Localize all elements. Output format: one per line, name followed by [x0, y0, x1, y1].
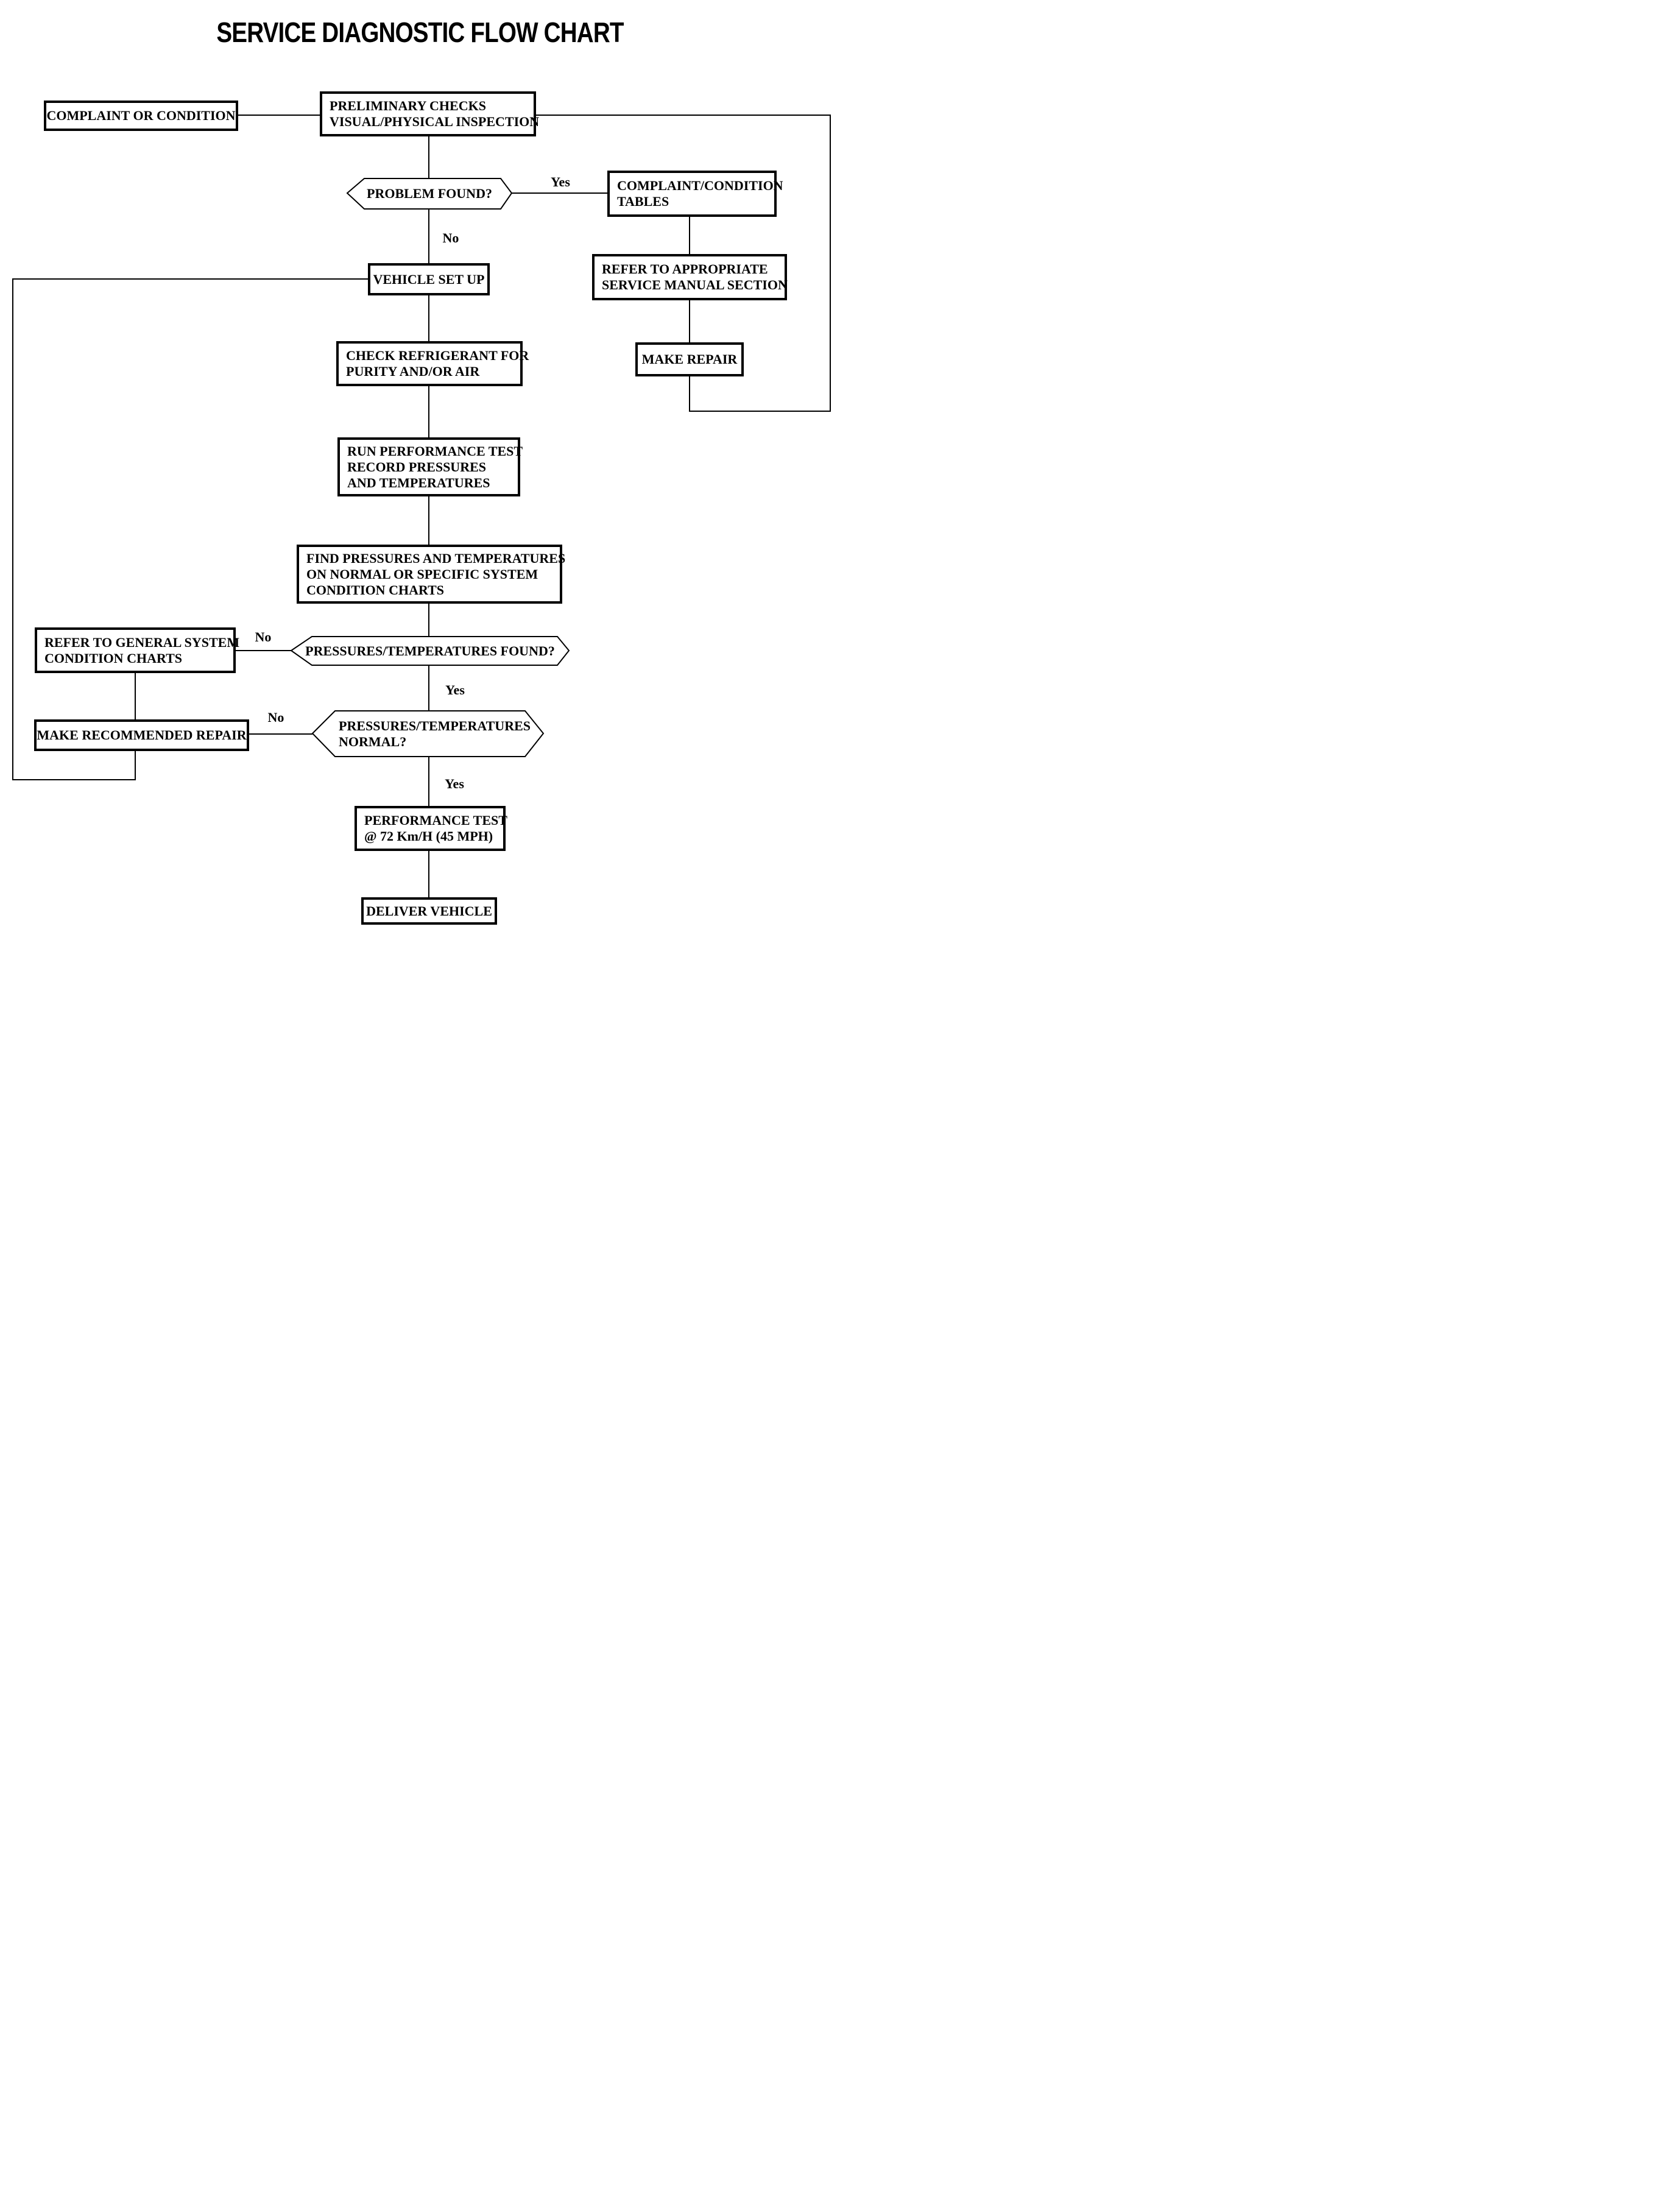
decision-pressures-found-shape [290, 636, 570, 666]
node-refer-service-manual-label: REFER TO APPROPRIATE SERVICE MANUAL SECT… [602, 261, 788, 292]
edge-label-problem-found-yes: Yes [551, 174, 570, 189]
node-run-performance-test: RUN PERFORMANCE TEST RECORD PRESSURES AN… [337, 437, 523, 496]
decision-problem-found-shape [346, 178, 513, 210]
node-vehicle-set-up-label: VEHICLE SET UP [373, 271, 485, 287]
node-complaint-or-condition-label: COMPLAINT OR CONDITION [46, 108, 236, 123]
node-make-repair: MAKE REPAIR [635, 342, 744, 376]
node-run-performance-test-label: RUN PERFORMANCE TEST RECORD PRESSURES AN… [347, 443, 523, 490]
node-vehicle-set-up: VEHICLE SET UP [368, 263, 490, 295]
edge-label-problem-found-no: No [442, 230, 459, 245]
node-performance-test-72-label: PERFORMANCE TEST @ 72 Km/H (45 MPH) [364, 813, 507, 844]
edge-label-pressures-normal-yes: Yes [445, 776, 464, 791]
node-find-pressures: FIND PRESSURES AND TEMPERATURES ON NORMA… [297, 545, 566, 604]
node-check-refrigerant: CHECK REFRIGERANT FOR PURITY AND/OR AIR [336, 341, 529, 386]
node-deliver-vehicle-label: DELIVER VEHICLE [366, 903, 492, 919]
node-deliver-vehicle: DELIVER VEHICLE [361, 897, 497, 925]
page-title: SERVICE DIAGNOSTIC FLOW CHART [216, 16, 624, 48]
edge-makerepair-feedback-loop [536, 115, 831, 412]
node-preliminary-checks: PRELIMINARY CHECKS VISUAL/PHYSICAL INSPE… [320, 91, 540, 136]
node-check-refrigerant-label: CHECK REFRIGERANT FOR PURITY AND/OR AIR [346, 348, 529, 379]
connector-layer [12, 115, 831, 897]
node-make-recommended-repair-label: MAKE RECOMMENDED REPAIR [37, 727, 247, 743]
node-performance-test-72: PERFORMANCE TEST @ 72 Km/H (45 MPH) [355, 806, 507, 851]
flowchart-page: SERVICE DIAGNOSTIC FLOW CHART COMPLAINT … [0, 0, 840, 1105]
node-complaint-condition-tables-label: COMPLAINT/CONDITION TABLES [617, 178, 783, 209]
node-find-pressures-label: FIND PRESSURES AND TEMPERATURES ON NORMA… [306, 550, 566, 598]
decision-pressures-normal-shape [311, 710, 545, 757]
node-preliminary-checks-label: PRELIMINARY CHECKS VISUAL/PHYSICAL INSPE… [330, 98, 540, 129]
node-make-recommended-repair: MAKE RECOMMENDED REPAIR [34, 719, 249, 751]
node-refer-general-charts-label: REFER TO GENERAL SYSTEM CONDITION CHARTS [44, 634, 240, 666]
node-complaint-or-condition: COMPLAINT OR CONDITION [44, 101, 238, 131]
decision-pressures-found: PRESSURES/TEMPERATURES FOUND? [291, 637, 569, 665]
node-refer-general-charts: REFER TO GENERAL SYSTEM CONDITION CHARTS [35, 627, 240, 673]
node-refer-service-manual: REFER TO APPROPRIATE SERVICE MANUAL SECT… [592, 254, 788, 300]
edge-makerecommended-feedback-loop [12, 278, 368, 780]
node-make-repair-label: MAKE REPAIR [641, 351, 738, 367]
edge-label-pressures-normal-no: No [267, 710, 284, 725]
edge-label-pressures-found-no: No [255, 629, 272, 644]
node-complaint-condition-tables: COMPLAINT/CONDITION TABLES [607, 171, 783, 217]
decision-pressures-found-label: PRESSURES/TEMPERATURES FOUND? [305, 643, 555, 658]
decision-problem-found: PROBLEM FOUND? [347, 178, 512, 209]
decision-problem-found-label: PROBLEM FOUND? [367, 186, 492, 201]
decision-pressures-normal-label: PRESSURES/TEMPERATURES NORMAL? [339, 718, 531, 749]
decision-pressures-normal: PRESSURES/TEMPERATURES NORMAL? [339, 711, 531, 757]
edge-label-pressures-found-yes: Yes [445, 682, 465, 697]
